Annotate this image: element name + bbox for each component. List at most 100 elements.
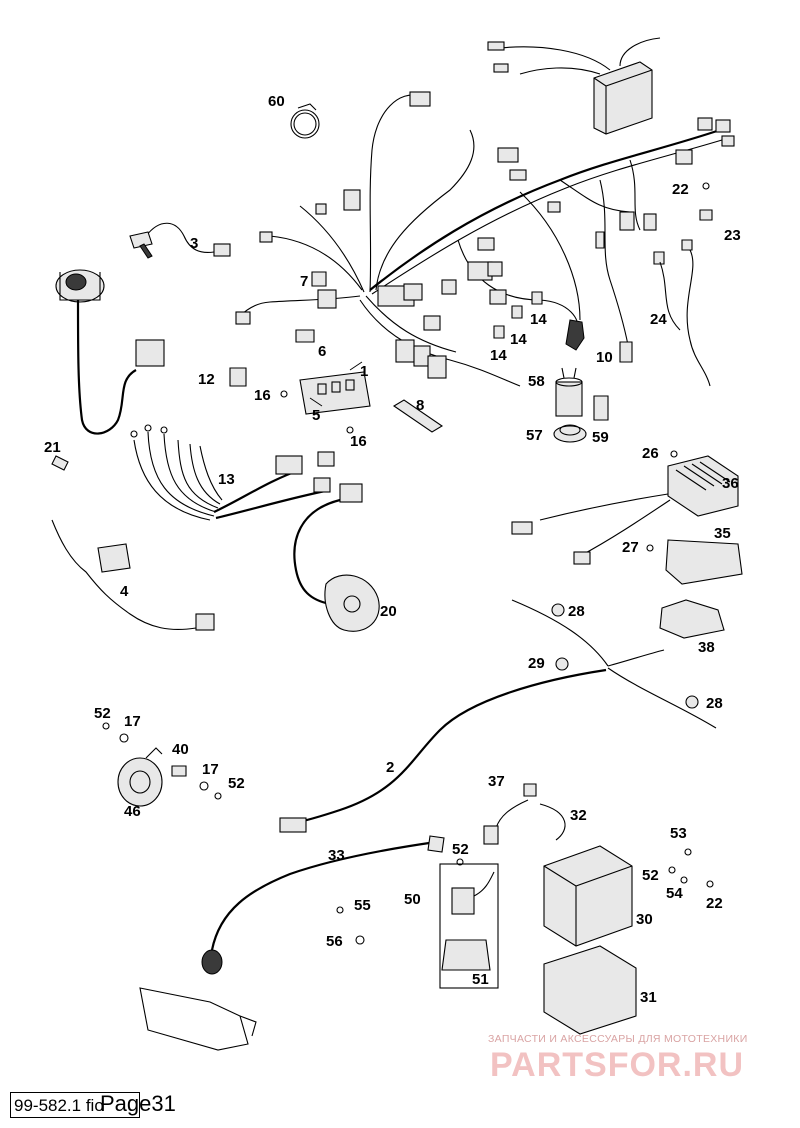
ignition-switch (55, 269, 165, 435)
callout: 21 (44, 439, 61, 456)
starter-motor (139, 987, 257, 1051)
callout: 52 (642, 867, 659, 884)
screw-22 (706, 880, 714, 888)
grommet-28b (685, 695, 699, 709)
nut-52a (102, 722, 110, 730)
handlebar-switch-20 (293, 498, 380, 632)
callout: 31 (640, 989, 657, 1006)
nut-52b (214, 792, 222, 800)
callout: 29 (528, 655, 545, 672)
main-harness (235, 91, 735, 387)
callout: 20 (380, 603, 397, 620)
holder-57 (553, 424, 587, 443)
callout: 8 (416, 397, 424, 414)
cover-38 (659, 599, 725, 639)
callout: 56 (326, 933, 343, 950)
cdi-unit (487, 37, 661, 135)
callout: 6 (318, 343, 326, 360)
callout: 36 (722, 475, 739, 492)
connector-6 (295, 329, 315, 343)
callout: 5 (312, 407, 320, 424)
switch-10 (619, 341, 633, 363)
fuse-14b (511, 305, 523, 319)
callout: 3 (190, 235, 198, 252)
callout: 35 (714, 525, 731, 542)
screw-55 (336, 906, 344, 914)
horn-46 (117, 747, 163, 807)
part-23 (699, 209, 713, 221)
fuse-holder-37 (523, 783, 537, 797)
callout: 23 (724, 227, 741, 244)
callout: 33 (328, 847, 345, 864)
washer-54 (680, 876, 688, 884)
bracket-59 (593, 395, 609, 421)
callout: 53 (670, 825, 687, 842)
grommet-29 (555, 657, 569, 671)
fuse-14a (531, 291, 543, 305)
switch-4 (51, 519, 215, 631)
leader-5 (309, 397, 323, 407)
bolt-40 (171, 765, 187, 777)
cable-32 (483, 799, 566, 845)
screw-27 (646, 544, 654, 552)
callout: 4 (120, 583, 129, 600)
callout: 58 (528, 373, 545, 390)
washer-17a (119, 733, 129, 743)
page-label: Page31 (100, 1091, 176, 1116)
callout: 26 (642, 445, 659, 462)
document-code-frame (10, 1092, 140, 1118)
fuse-14c (493, 325, 505, 339)
callout: 28 (706, 695, 723, 712)
callout: 22 (706, 895, 723, 912)
watermark-subtitle: ЗАПЧАСТИ И АКСЕССУАРЫ ДЛЯ МОТОТЕХНИКИ (488, 1033, 748, 1045)
callout: 50 (404, 891, 421, 908)
callout: 14 (530, 311, 547, 328)
callout: 51 (472, 971, 489, 988)
fuse-21 (51, 455, 69, 471)
callout: 16 (254, 387, 271, 404)
callout: 28 (568, 603, 585, 620)
bolt-53 (684, 848, 692, 856)
callout: 1 (360, 363, 368, 380)
starter-cable-33 (201, 835, 445, 975)
callout: 17 (202, 761, 219, 778)
screw-22-top (702, 182, 710, 190)
watermark-logo: PARTSFOR.RU (490, 1046, 745, 1084)
callout: 32 (570, 807, 587, 824)
relay-12 (229, 367, 247, 387)
callout: 37 (488, 773, 505, 790)
document-code: 99-582.1 fio (14, 1096, 104, 1115)
screw-16b (346, 426, 354, 434)
callout: 54 (666, 885, 683, 902)
callout: 14 (490, 347, 507, 364)
nut-52d (668, 866, 676, 874)
callout: 14 (510, 331, 527, 348)
callout: 40 (172, 741, 189, 758)
connector-7 (311, 271, 327, 287)
callout: 17 (124, 713, 141, 730)
sensor-3 (129, 222, 231, 259)
callout: 13 (218, 471, 235, 488)
callout: 16 (350, 433, 367, 450)
clamp-60 (290, 103, 320, 139)
callout: 59 (592, 429, 609, 446)
holder-51 (441, 939, 491, 971)
washer-17b (199, 781, 209, 791)
bracket-35 (665, 539, 743, 585)
callout: 60 (268, 93, 285, 110)
callout: 27 (622, 539, 639, 556)
callout: 52 (452, 841, 469, 858)
harness-2 (279, 599, 717, 833)
callout: 55 (354, 897, 371, 914)
callout: 7 (300, 273, 308, 290)
washer-56 (355, 935, 365, 945)
regulator-36 (511, 450, 739, 565)
callout: 10 (596, 349, 613, 366)
battery-30 (543, 845, 633, 947)
callout: 57 (526, 427, 543, 444)
callout: 30 (636, 911, 653, 928)
callout: 2 (386, 759, 394, 776)
screw-16a (280, 390, 288, 398)
grommet-28a (551, 603, 565, 617)
